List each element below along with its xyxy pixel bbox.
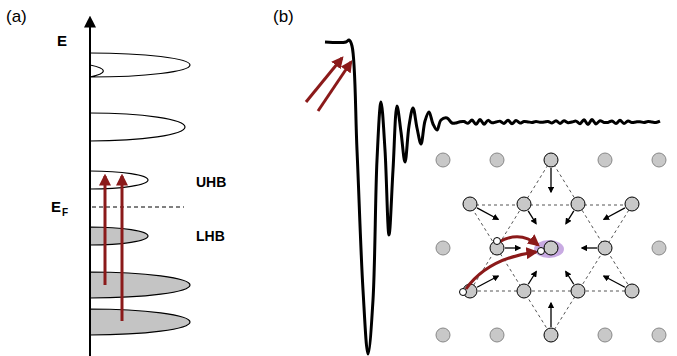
displacement-arrow <box>604 208 625 219</box>
displacement-arrow <box>528 272 536 285</box>
polaron-glow <box>534 240 564 258</box>
lattice-site <box>652 328 666 342</box>
lattice-site <box>598 328 612 342</box>
lattice-site <box>598 153 612 167</box>
pump-arrow <box>306 58 342 102</box>
displacement-arrow <box>566 272 574 285</box>
lattice-site <box>490 328 504 342</box>
lattice-site <box>436 328 450 342</box>
electron <box>494 238 501 245</box>
energy-axis <box>89 18 91 356</box>
lattice-site <box>652 153 666 167</box>
lattice-site <box>463 197 477 211</box>
lattice-site <box>544 328 558 342</box>
excitation-arrow <box>121 176 124 321</box>
lattice-site <box>544 153 558 167</box>
displacement-arrow <box>477 208 498 219</box>
excitation-arrow <box>104 176 107 285</box>
lattice-site <box>625 197 639 211</box>
panel-label: (b) <box>273 8 294 25</box>
lattice-site <box>517 284 531 298</box>
upper-band <box>90 53 190 77</box>
displacement-arrow <box>528 211 536 224</box>
panel-label: (a) <box>6 8 27 25</box>
lattice-site <box>436 241 450 255</box>
kagome-lattice <box>436 153 666 342</box>
lattice-site <box>571 197 585 211</box>
fermi-label: E <box>51 199 61 214</box>
lattice-site <box>490 153 504 167</box>
lattice-site <box>517 197 531 211</box>
hop-arrow <box>466 252 536 289</box>
displacement-arrow <box>550 303 551 327</box>
displacement-arrow <box>550 168 551 192</box>
displacement-arrow <box>505 247 520 248</box>
reflectivity-trace <box>325 40 660 354</box>
displacement-arrow <box>604 276 625 287</box>
lattice-site <box>625 284 639 298</box>
pump-arrow <box>318 62 351 111</box>
lattice-site <box>598 241 612 255</box>
band-label: UHB <box>196 175 226 189</box>
lattice-site <box>652 241 666 255</box>
lattice-site <box>544 241 558 255</box>
band-diagram <box>90 18 190 356</box>
lattice-site <box>571 284 585 298</box>
displacement-arrow <box>566 211 574 224</box>
lower-band <box>90 309 190 335</box>
electron <box>460 289 467 296</box>
axis-label: E <box>57 33 67 48</box>
lattice-site <box>436 153 450 167</box>
hop-arrow <box>499 237 538 245</box>
displacement-arrow <box>582 247 597 248</box>
star-of-david <box>470 160 632 335</box>
displacement-arrow <box>477 276 498 287</box>
upper-band <box>90 113 185 141</box>
lower-hubbard-band <box>90 227 148 245</box>
fermi-subscript: F <box>62 208 68 218</box>
upper-hubbard-band <box>90 171 148 189</box>
electron <box>538 248 545 255</box>
band-label: LHB <box>196 229 225 243</box>
